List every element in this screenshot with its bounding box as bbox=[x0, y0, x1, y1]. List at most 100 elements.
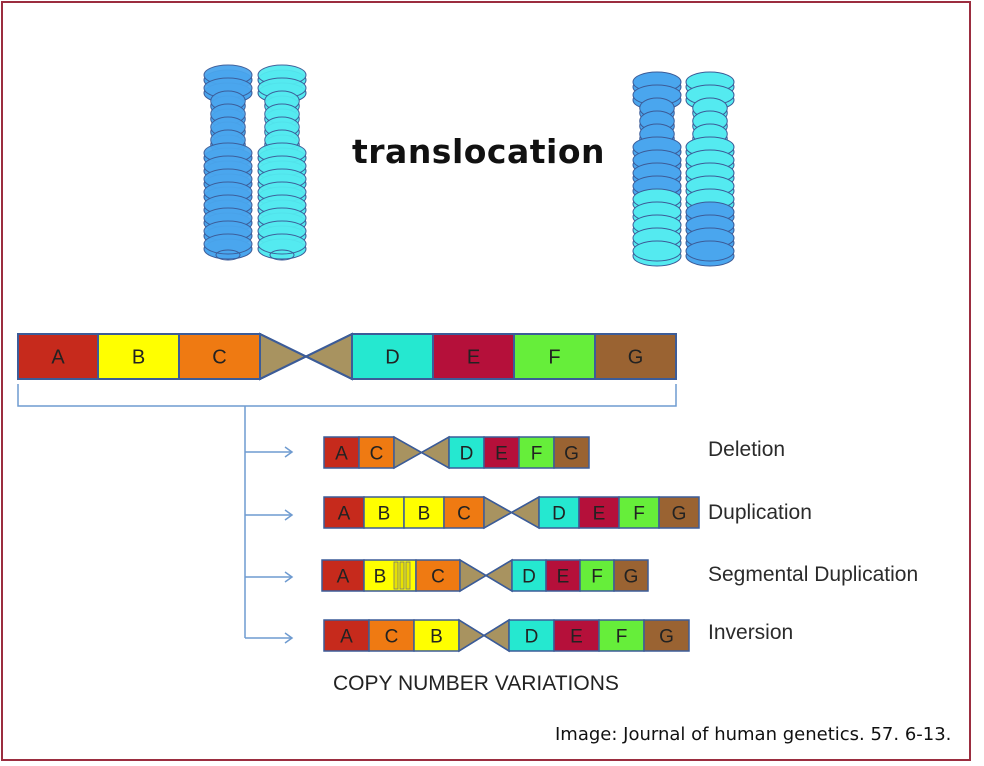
segment-G: G bbox=[658, 496, 700, 529]
image-source-caption: Image: Journal of human genetics. 57. 6-… bbox=[555, 724, 952, 745]
slide-border bbox=[1, 1, 971, 761]
chromosome-right-b bbox=[685, 71, 735, 267]
duplication-label: Duplication bbox=[708, 501, 812, 524]
segment-label-D: D bbox=[385, 347, 399, 369]
arrow bbox=[245, 571, 294, 583]
segment-label-G: G bbox=[564, 443, 579, 464]
centromere bbox=[483, 495, 540, 530]
segment-C: C bbox=[368, 619, 415, 652]
centromere bbox=[259, 332, 353, 381]
segment-label-C: C bbox=[212, 347, 226, 369]
segment-C: C bbox=[443, 496, 485, 529]
segment-B: B bbox=[363, 559, 417, 592]
segment-F: F bbox=[618, 496, 660, 529]
segment-E: E bbox=[553, 619, 600, 652]
segment-B: B bbox=[363, 496, 405, 529]
segment-label-E: E bbox=[570, 626, 583, 647]
segment-label-D: D bbox=[522, 566, 536, 587]
segment-label-D: D bbox=[525, 626, 539, 647]
segment-A: A bbox=[17, 333, 99, 380]
segment-D: D bbox=[351, 333, 434, 380]
segment-label-C: C bbox=[370, 443, 384, 464]
segmental-duplication-label: Segmental Duplication bbox=[708, 563, 919, 586]
segment-A: A bbox=[323, 619, 370, 652]
segment-label-B: B bbox=[132, 347, 145, 369]
segment-label-G: G bbox=[624, 566, 639, 587]
segment-label-B: B bbox=[418, 503, 431, 524]
translocation-title: translocation bbox=[352, 132, 606, 171]
cnv-title: COPY NUMBER VARIATIONS bbox=[333, 672, 619, 695]
segment-F: F bbox=[579, 559, 615, 592]
segment-D: D bbox=[508, 619, 555, 652]
segment-label-B: B bbox=[430, 626, 443, 647]
segment-label-F: F bbox=[616, 626, 628, 647]
segment-B: B bbox=[403, 496, 445, 529]
segment-F: F bbox=[598, 619, 645, 652]
segment-label-A: A bbox=[340, 626, 353, 647]
segment-E: E bbox=[578, 496, 620, 529]
segment-G: G bbox=[613, 559, 649, 592]
connector-lines bbox=[17, 384, 677, 644]
segment-label-F: F bbox=[548, 347, 560, 369]
segment-label-A: A bbox=[335, 443, 348, 464]
chromosome-pairs bbox=[203, 64, 735, 267]
chromosome-right-a bbox=[632, 71, 682, 267]
segment-C: C bbox=[415, 559, 461, 592]
segment-label-E: E bbox=[593, 503, 606, 524]
segment-C: C bbox=[178, 333, 261, 380]
segment-C: C bbox=[358, 436, 395, 469]
deletion-label: Deletion bbox=[708, 438, 786, 461]
segment-E: E bbox=[545, 559, 581, 592]
chromosome-left-blue bbox=[203, 64, 253, 261]
centromere bbox=[393, 435, 450, 470]
inversion-label: Inversion bbox=[708, 621, 794, 644]
segment-label-E: E bbox=[495, 443, 508, 464]
segment-D: D bbox=[448, 436, 485, 469]
segment-B: B bbox=[97, 333, 180, 380]
segment-label-F: F bbox=[531, 443, 543, 464]
segment-label-B: B bbox=[378, 503, 391, 524]
segment-E: E bbox=[483, 436, 520, 469]
segment-F: F bbox=[513, 333, 596, 380]
segment-G: G bbox=[643, 619, 690, 652]
segment-label-F: F bbox=[633, 503, 645, 524]
arrow bbox=[245, 509, 294, 521]
segment-A: A bbox=[323, 496, 365, 529]
chromosome-left-cyan bbox=[257, 64, 307, 261]
segment-label-D: D bbox=[460, 443, 474, 464]
arrow bbox=[245, 446, 294, 458]
centromere bbox=[459, 558, 513, 593]
segment-label-C: C bbox=[431, 567, 445, 588]
segment-label-C: C bbox=[385, 626, 399, 647]
segment-label-E: E bbox=[467, 347, 480, 369]
segment-D: D bbox=[511, 559, 547, 592]
arrow bbox=[245, 632, 294, 644]
segment-A: A bbox=[323, 436, 360, 469]
segment-label-C: C bbox=[457, 503, 471, 524]
segment-label-G: G bbox=[672, 503, 687, 524]
segment-label-D: D bbox=[552, 503, 566, 524]
segment-label-A: A bbox=[337, 567, 350, 588]
segment-label-B: B bbox=[374, 567, 387, 588]
segment-label-G: G bbox=[659, 626, 674, 647]
segment-label-E: E bbox=[557, 566, 570, 587]
centromere bbox=[458, 618, 510, 653]
segment-G: G bbox=[594, 333, 677, 380]
segment-D: D bbox=[538, 496, 580, 529]
segment-label-G: G bbox=[628, 347, 644, 369]
segment-E: E bbox=[432, 333, 515, 380]
reference-chromosome: A B C D E F G bbox=[17, 332, 677, 381]
segment-G: G bbox=[553, 436, 590, 469]
segment-label-A: A bbox=[51, 347, 65, 369]
segment-A: A bbox=[321, 559, 365, 592]
segment-B: B bbox=[413, 619, 460, 652]
segment-label-F: F bbox=[591, 566, 603, 587]
segment-F: F bbox=[518, 436, 555, 469]
segment-label-A: A bbox=[338, 503, 351, 524]
